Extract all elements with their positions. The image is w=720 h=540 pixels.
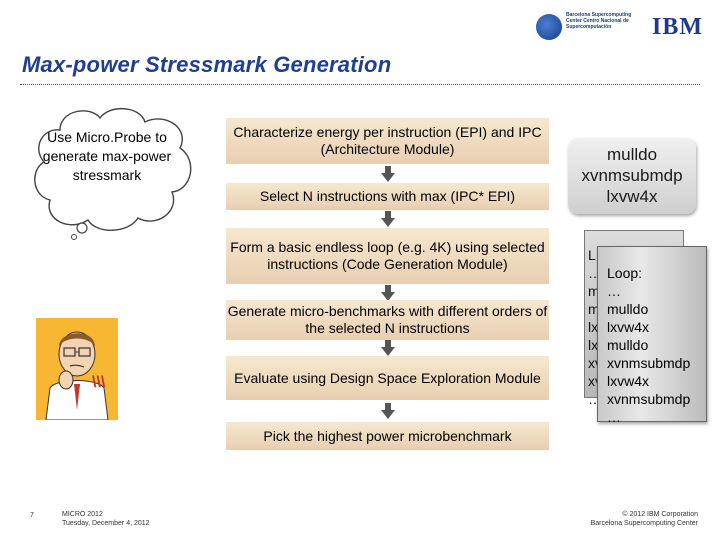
code-line: mulldo bbox=[607, 337, 649, 353]
code-line: m bbox=[588, 283, 600, 299]
bsc-emblem-icon bbox=[536, 14, 562, 40]
down-arrow-icon bbox=[381, 211, 395, 227]
step-form-loop: Form a basic endless loop (e.g. 4K) usin… bbox=[226, 228, 549, 284]
slide-title: Max-power Stressmark Generation bbox=[22, 52, 392, 77]
code-line: … bbox=[607, 409, 621, 425]
bsc-logo: Barcelona Supercomputing Center Centro N… bbox=[536, 8, 636, 42]
code-line: lx bbox=[588, 337, 599, 353]
bsc-logo-text: Barcelona Supercomputing Center Centro N… bbox=[566, 12, 632, 30]
footer-event: MICRO 2012 Tuesday, December 4, 2012 bbox=[62, 510, 150, 528]
code-line: lx bbox=[588, 319, 599, 335]
ibm-logo: IBM bbox=[652, 14, 703, 40]
step-select: Select N instructions with max (IPC* EPI… bbox=[226, 183, 549, 210]
code-line: lxvw4x bbox=[607, 373, 650, 389]
code-line: xvnmsubmdp bbox=[607, 355, 691, 371]
title-divider bbox=[20, 84, 700, 85]
step-pick-best: Pick the highest power microbenchmark bbox=[226, 422, 549, 450]
instruction-item: lxvw4x bbox=[606, 187, 658, 206]
presentation-date: Tuesday, December 4, 2012 bbox=[62, 520, 150, 527]
down-arrow-icon bbox=[381, 285, 395, 301]
step-evaluate: Evaluate using Design Space Exploration … bbox=[226, 356, 549, 400]
thinking-person-icon bbox=[36, 318, 118, 420]
code-line: lxvw4x bbox=[607, 319, 650, 335]
thought-cloud-icon bbox=[34, 107, 192, 240]
selected-instructions-scroll: mulldo xvnmsubmdp lxvw4x bbox=[568, 138, 696, 214]
loop-code-scroll bbox=[597, 246, 707, 422]
instruction-item: mulldo bbox=[606, 145, 658, 164]
loop-code-list: Loop: … mulldo lxvw4x mulldo xvnmsubmdp … bbox=[607, 264, 690, 426]
copyright-text: © 2012 IBM Corporation bbox=[622, 511, 698, 518]
step-generate: Generate micro-benchmarks with different… bbox=[226, 300, 549, 340]
thought-text: Use Micro.Probe to generate max-power st… bbox=[42, 129, 172, 183]
code-line: L bbox=[588, 247, 596, 263]
instruction-item: xvnmsubmdp bbox=[581, 166, 683, 185]
down-arrow-icon bbox=[381, 166, 395, 182]
down-arrow-icon bbox=[381, 403, 395, 419]
code-line: Loop: bbox=[607, 265, 643, 281]
footer-copyright: © 2012 IBM Corporation Barcelona Superco… bbox=[591, 510, 698, 528]
down-arrow-icon bbox=[381, 340, 395, 356]
code-line: mulldo bbox=[607, 301, 649, 317]
step-characterize: Characterize energy per instruction (EPI… bbox=[226, 118, 549, 164]
code-line: m bbox=[588, 301, 600, 317]
code-line: xvnmsubmdp bbox=[607, 391, 691, 407]
center-name: Barcelona Supercomputing Center bbox=[590, 520, 698, 527]
conference-name: MICRO 2012 bbox=[62, 511, 103, 518]
code-line: … bbox=[607, 283, 621, 299]
exclamation-marks-icon: \\\ bbox=[92, 374, 106, 391]
page-number: 7 bbox=[30, 512, 34, 519]
